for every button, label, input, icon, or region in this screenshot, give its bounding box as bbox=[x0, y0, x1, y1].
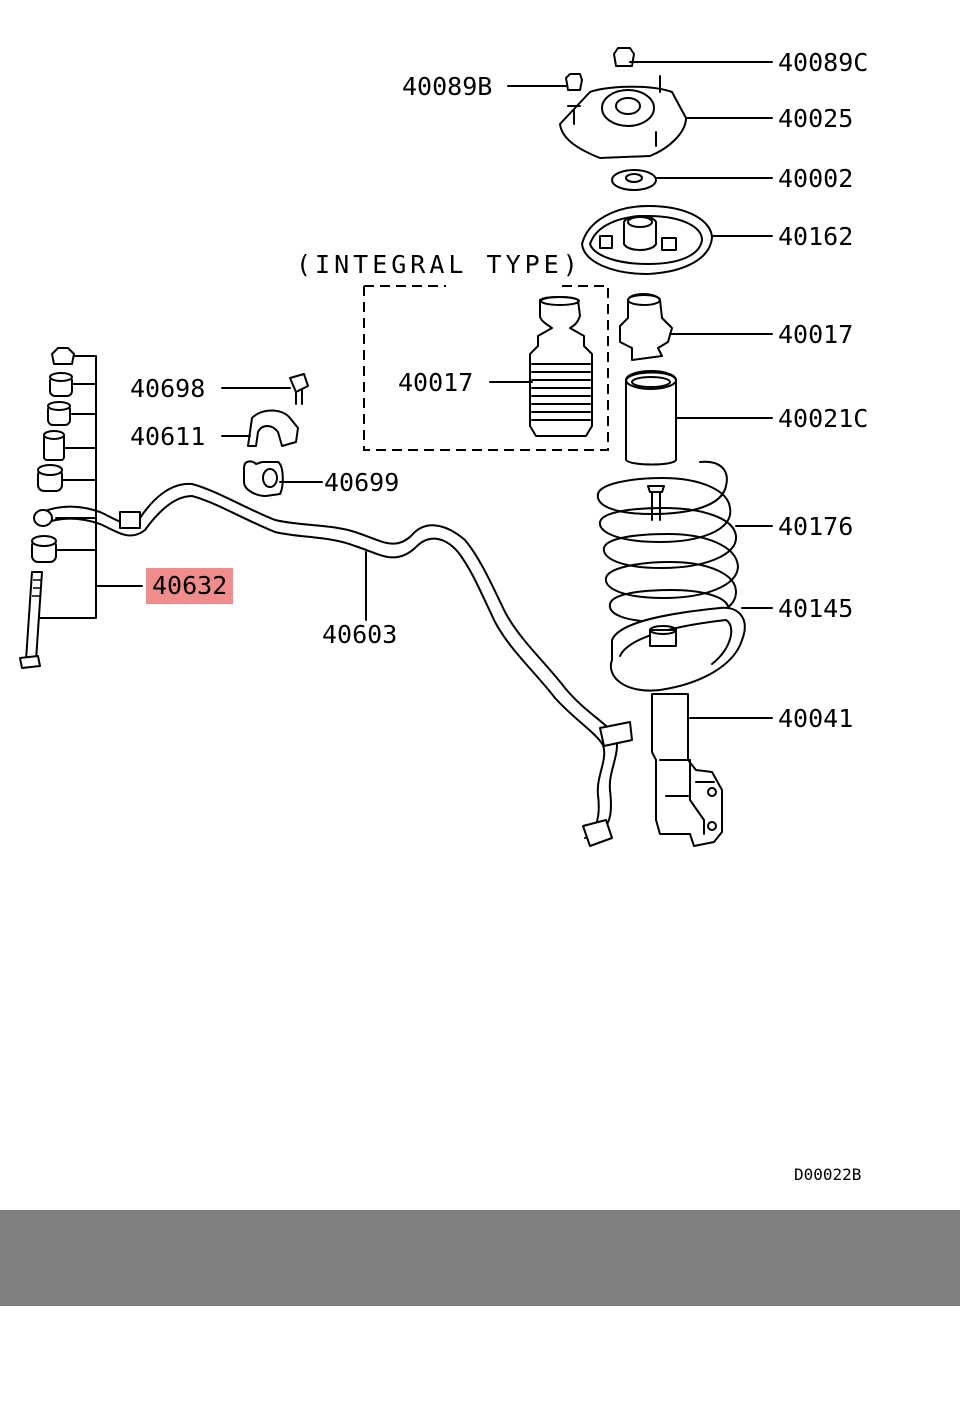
part-label-40603: 40603 bbox=[322, 620, 398, 649]
bump-stop-drawing bbox=[619, 293, 677, 466]
part-label-40041: 40041 bbox=[778, 704, 854, 733]
diagram-drawing bbox=[19, 47, 773, 847]
part-label-40017: 40017 bbox=[778, 320, 854, 349]
footer-text: MITSUBISHI - 4056A161 N - 40632 bbox=[168, 1333, 813, 1375]
part-label-40017-inset: 40017 bbox=[398, 368, 474, 397]
coil-spring-drawing bbox=[596, 460, 739, 623]
leader-lines bbox=[365, 61, 773, 719]
part-label-40145: 40145 bbox=[778, 594, 854, 623]
stabilizer-bar-drawing bbox=[33, 482, 633, 847]
part-label-40699: 40699 bbox=[324, 468, 400, 497]
part-label-40025: 40025 bbox=[778, 104, 854, 133]
part-label-40002: 40002 bbox=[778, 164, 854, 193]
integral-type-inset bbox=[363, 285, 609, 451]
part-label-40611: 40611 bbox=[130, 422, 206, 451]
part-label-40089C: 40089C bbox=[778, 48, 869, 77]
part-label-40089B: 40089B bbox=[402, 72, 493, 101]
integral-type-caption: (INTEGRAL TYPE) bbox=[296, 250, 582, 279]
part-label-40021C: 40021C bbox=[778, 404, 869, 433]
stabilizer-link-drawing bbox=[19, 347, 143, 669]
bracket-bushing-drawing bbox=[221, 373, 323, 497]
part-label-40162: 40162 bbox=[778, 222, 854, 251]
parts-diagram: 40089C 40089B 40025 40002 40162 (INTEGRA… bbox=[19, 47, 869, 1184]
part-label-40632-highlighted: 40632 bbox=[146, 568, 234, 604]
part-label-40176: 40176 bbox=[778, 512, 854, 541]
footer-bar: MITSUBISHI - 4056A161 N - 40632 bbox=[0, 1210, 960, 1375]
strut-mount-drawing bbox=[559, 47, 713, 275]
strut-assembly-drawing bbox=[609, 606, 746, 847]
diagram-code: D00022B bbox=[794, 1165, 862, 1184]
part-label-40698: 40698 bbox=[130, 374, 206, 403]
